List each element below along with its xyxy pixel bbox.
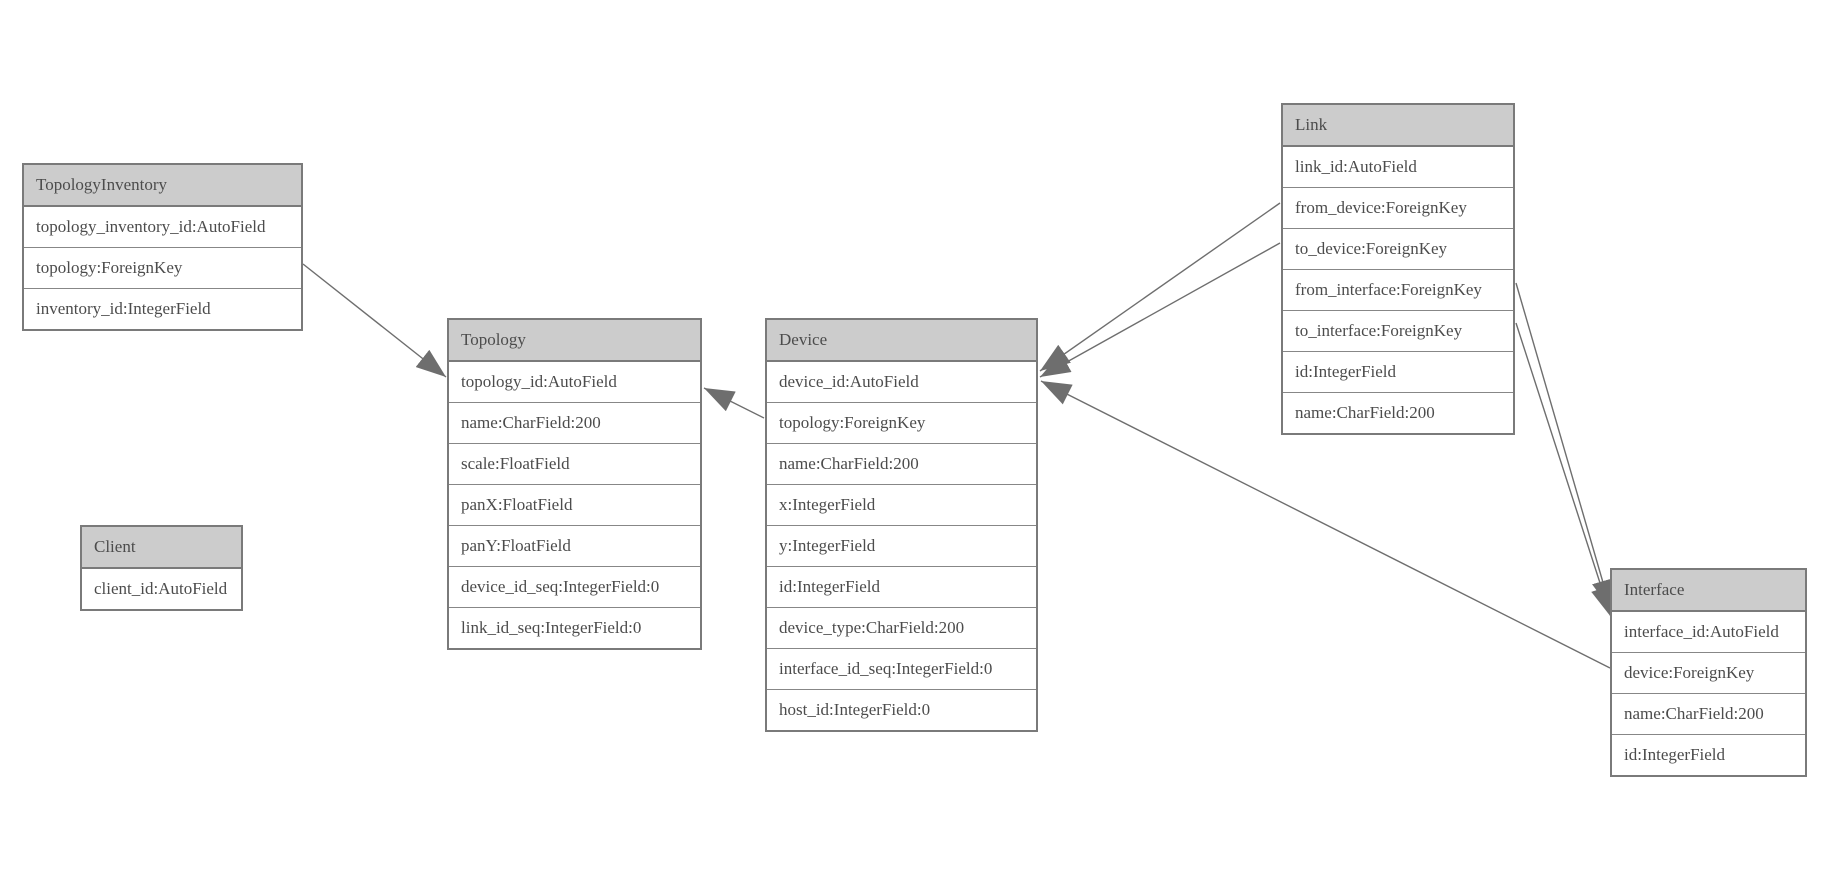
entity-fields: client_id:AutoField	[82, 569, 241, 609]
edge-topologyinventory-topology	[302, 263, 447, 378]
field-row: host_id:IntegerField:0	[767, 690, 1036, 730]
entity-title: Topology	[449, 320, 700, 362]
field-row: to_device:ForeignKey	[1283, 229, 1513, 270]
field-row: to_interface:ForeignKey	[1283, 311, 1513, 352]
edge-link-tointerface-interface	[1515, 322, 1613, 618]
field-row: name:CharField:200	[767, 444, 1036, 485]
field-row: device_type:CharField:200	[767, 608, 1036, 649]
field-row: device_id_seq:IntegerField:0	[449, 567, 700, 608]
field-row: id:IntegerField	[1283, 352, 1513, 393]
edge-link-todevice-device	[1039, 242, 1281, 378]
entity-title: Client	[82, 527, 241, 569]
field-row: name:CharField:200	[1612, 694, 1805, 735]
field-row: id:IntegerField	[1612, 735, 1805, 775]
entity-title: Device	[767, 320, 1036, 362]
entity-title: Interface	[1612, 570, 1805, 612]
field-row: from_interface:ForeignKey	[1283, 270, 1513, 311]
edge-link-fromdevice-device	[1039, 202, 1281, 372]
field-row: topology_id:AutoField	[449, 362, 700, 403]
entity-title: Link	[1283, 105, 1513, 147]
edge-link-frominterface-interface	[1515, 282, 1614, 611]
field-row: inventory_id:IntegerField	[24, 289, 301, 329]
field-row: device_id:AutoField	[767, 362, 1036, 403]
field-row: link_id_seq:IntegerField:0	[449, 608, 700, 648]
entity-topology-inventory: TopologyInventory topology_inventory_id:…	[22, 163, 303, 331]
field-row: interface_id_seq:IntegerField:0	[767, 649, 1036, 690]
field-row: interface_id:AutoField	[1612, 612, 1805, 653]
field-row: name:CharField:200	[1283, 393, 1513, 433]
field-row: name:CharField:200	[449, 403, 700, 444]
entity-title: TopologyInventory	[24, 165, 301, 207]
field-row: client_id:AutoField	[82, 569, 241, 609]
field-row: topology:ForeignKey	[24, 248, 301, 289]
field-row: topology:ForeignKey	[767, 403, 1036, 444]
field-row: scale:FloatField	[449, 444, 700, 485]
field-row: device:ForeignKey	[1612, 653, 1805, 694]
field-row: from_device:ForeignKey	[1283, 188, 1513, 229]
field-row: panY:FloatField	[449, 526, 700, 567]
field-row: link_id:AutoField	[1283, 147, 1513, 188]
field-row: x:IntegerField	[767, 485, 1036, 526]
field-row: id:IntegerField	[767, 567, 1036, 608]
field-row: panX:FloatField	[449, 485, 700, 526]
field-row: topology_inventory_id:AutoField	[24, 207, 301, 248]
edge-interface-device	[1040, 380, 1611, 669]
edge-device-topology	[703, 387, 765, 419]
field-row: y:IntegerField	[767, 526, 1036, 567]
entity-client: Client client_id:AutoField	[80, 525, 243, 611]
